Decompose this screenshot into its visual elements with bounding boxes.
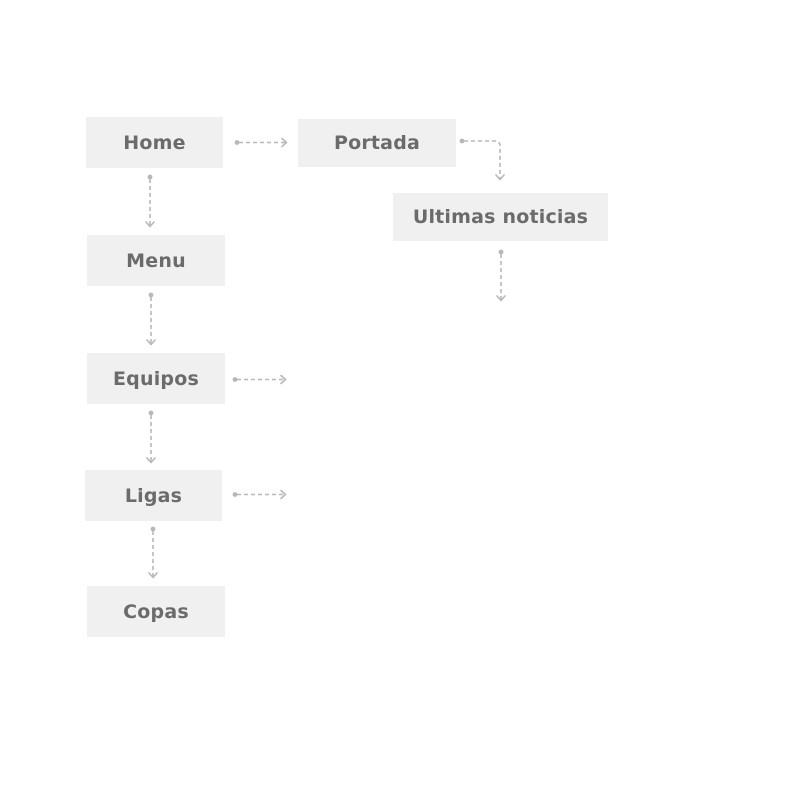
connector-ligas-right	[232, 489, 287, 500]
node-ligas: Ligas	[85, 470, 222, 521]
node-menu: Menu	[87, 235, 225, 286]
connector-equipos-right	[232, 374, 287, 385]
connector-equipos-ligas	[146, 410, 156, 464]
node-home: Home	[86, 117, 223, 168]
connector-home-portada	[234, 137, 288, 148]
connector-ligas-copas	[148, 526, 158, 579]
connector-home-menu	[145, 174, 155, 228]
connector-ultimas-noticias-down	[496, 249, 506, 302]
node-copas: Copas	[87, 586, 225, 637]
node-ultimas-noticias: Ultimas noticias	[393, 193, 608, 241]
node-portada: Portada	[298, 119, 456, 167]
node-equipos: Equipos	[87, 353, 225, 404]
connector-menu-equipos	[146, 292, 156, 346]
connector-portada-ultimas-noticias	[459, 138, 505, 181]
